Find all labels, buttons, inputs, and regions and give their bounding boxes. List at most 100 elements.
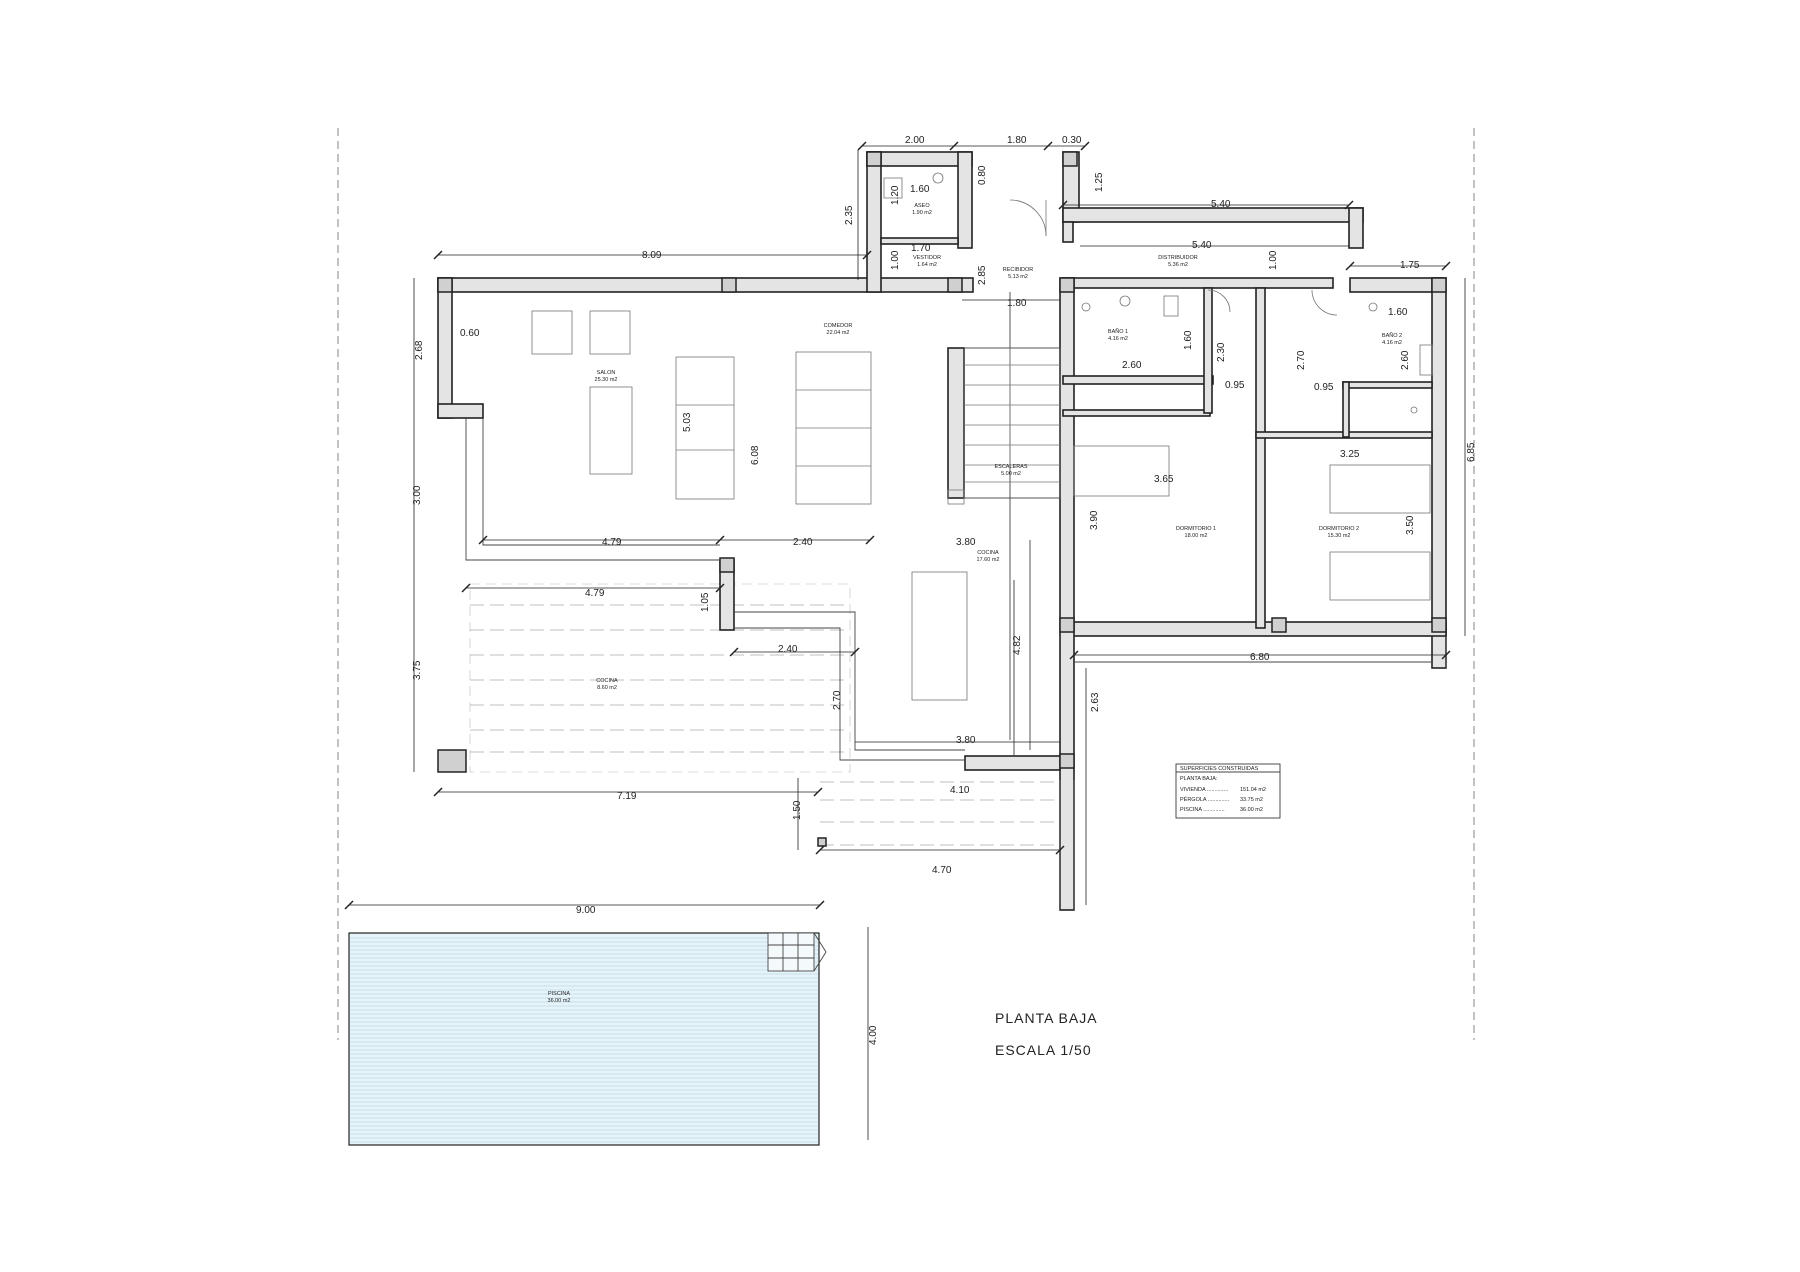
room-name: SALON [597, 370, 616, 376]
summary-value: 33.75 m2 [1240, 797, 1263, 803]
room-area: 8.60 m2 [597, 685, 617, 691]
dimension-tick [729, 647, 739, 657]
room-area: 22.04 m2 [827, 330, 850, 336]
room-name: DORMITORIO 2 [1319, 526, 1359, 532]
summary-label: PÉRGOLA .............. [1180, 796, 1230, 803]
dim-label: 2.85 [977, 265, 988, 285]
dim-label: 1.80 [1007, 135, 1027, 146]
room-area: 4.16 m2 [1382, 340, 1402, 346]
dimension-tick [850, 647, 860, 657]
room-area: 1.90 m2 [912, 210, 932, 216]
dim-label: 2.68 [414, 340, 425, 360]
room-area: 5.36 m2 [1168, 262, 1188, 268]
dimension-tick [433, 787, 443, 797]
dimension-tick [715, 583, 725, 593]
dim-label: 3.75 [412, 660, 423, 680]
dimension-tick [815, 900, 825, 910]
dim-label: 2.60 [1122, 360, 1142, 371]
dim-label: 1.60 [1183, 330, 1194, 350]
summary-subheading: PLANTA BAJA: [1180, 776, 1218, 782]
pool-area: 36.00 m2 [548, 998, 571, 1004]
dim-label: 3.50 [1405, 515, 1416, 535]
dimension-tick [815, 845, 825, 855]
dimension-tick [1069, 650, 1079, 660]
dim-label: 1.60 [910, 184, 930, 195]
summary-label: PISCINA .............. [1180, 807, 1225, 813]
dim-label: 3.25 [1340, 449, 1360, 460]
structural-columns [437, 151, 1447, 769]
dim-label: 5.40 [1211, 199, 1231, 210]
dim-label: 1.00 [890, 250, 901, 270]
room-name: VESTIDOR [913, 255, 941, 261]
furniture [531, 172, 1433, 701]
dim-label: 4.82 [1012, 635, 1023, 655]
stairs [947, 347, 1061, 505]
dimension-tick [813, 787, 823, 797]
room-area: 5.00 m2 [1001, 471, 1021, 477]
dim-label: 6.85 [1466, 442, 1477, 462]
dim-label: 0.95 [1225, 380, 1245, 391]
summary-value: 36.00 m2 [1240, 807, 1263, 813]
dim-label: 5.03 [682, 412, 693, 432]
room-area: 17.60 m2 [977, 557, 1000, 563]
dim-label: 0.95 [1314, 382, 1334, 393]
room-name: ESCALERAS [994, 464, 1027, 470]
dim-label: 6.80 [1250, 652, 1270, 663]
dim-label: 2.00 [905, 135, 925, 146]
dim-label: 2.63 [1090, 692, 1101, 712]
dimension-tick [1043, 141, 1053, 151]
dimension-tick [1345, 261, 1355, 271]
room-name: COMEDOR [824, 323, 853, 329]
dimension-tick [1055, 845, 1065, 855]
dim-label: 2.35 [844, 205, 855, 225]
dim-label: 1.75 [1400, 260, 1420, 271]
interior-lines [465, 292, 1447, 910]
dim-label: 4.70 [932, 865, 952, 876]
dim-label: 2.40 [778, 644, 798, 655]
surface-summary-table: SUPERFICIES CONSTRUIDAS PLANTA BAJA: VIV… [1175, 763, 1281, 819]
dimension-tick [1441, 650, 1451, 660]
summary-label: VIVIENDA .............. [1180, 787, 1229, 793]
dimension-tick [1058, 200, 1068, 210]
dimension-labels: 2.00 1.80 0.30 1.60 1.20 0.80 1.25 5.40 … [412, 135, 1477, 1045]
dim-label: 6.08 [750, 445, 761, 465]
dim-label: 3.80 [956, 537, 976, 548]
room-name: COCINA [977, 550, 999, 556]
room-name: DISTRIBUIDOR [1158, 255, 1197, 261]
dim-label: 4.79 [602, 537, 622, 548]
dimension-tick [862, 250, 872, 260]
dim-label: 1.80 [1007, 298, 1027, 309]
room-labels: ASEO 1.90 m2 VESTIDOR 1.64 m2 RECIBIDOR … [595, 203, 1403, 691]
dim-label: 7.19 [617, 791, 637, 802]
dimension-tick [461, 583, 471, 593]
dim-label: 3.65 [1154, 474, 1174, 485]
room-area: 1.64 m2 [917, 262, 937, 268]
dimension-tick [1080, 141, 1090, 151]
dimension-tick [857, 141, 867, 151]
dim-label: 4.10 [950, 785, 970, 796]
dim-label: 2.70 [832, 690, 843, 710]
room-name: COCINA [596, 678, 618, 684]
room-area: 4.16 m2 [1108, 336, 1128, 342]
room-name: RECIBIDOR [1003, 267, 1034, 273]
dimension-tick [433, 250, 443, 260]
dim-label: 1.20 [890, 185, 901, 205]
room-area: 25.30 m2 [595, 377, 618, 383]
room-name: ASEO [914, 203, 930, 209]
room-name: BAÑO 2 [1382, 332, 1402, 339]
dimension-tick [1344, 200, 1354, 210]
dimension-tick [865, 535, 875, 545]
dim-label: 0.30 [1062, 135, 1082, 146]
dim-label: 3.00 [412, 485, 423, 505]
dim-label: 4.79 [585, 588, 605, 599]
dim-label: 2.30 [1216, 342, 1227, 362]
dim-label: 1.60 [1388, 307, 1408, 318]
dimension-tick [1441, 261, 1451, 271]
dimension-tick [715, 535, 725, 545]
pool: PISCINA 36.00 m2 [348, 932, 827, 1146]
dim-label: 9.00 [576, 905, 596, 916]
dimension-tick [478, 535, 488, 545]
room-area: 5.13 m2 [1008, 274, 1028, 280]
room-name: DORMITORIO 1 [1176, 526, 1216, 532]
